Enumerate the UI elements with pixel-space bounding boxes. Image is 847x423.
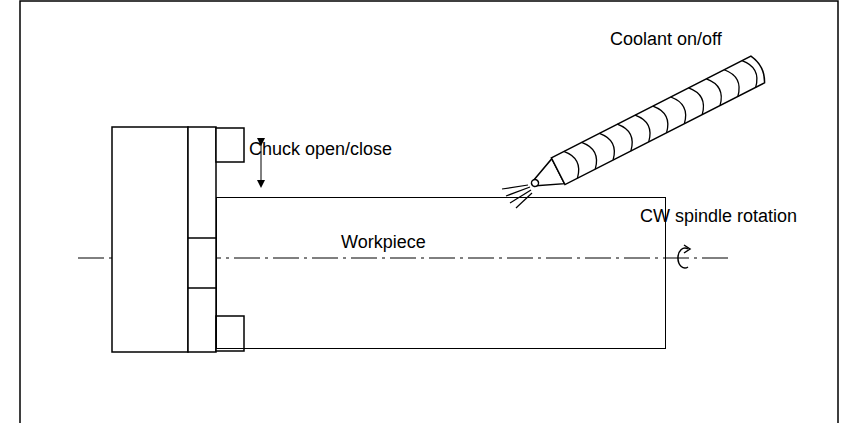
rotation-label: CW spindle rotation	[640, 205, 797, 227]
chuck-jaw	[216, 128, 244, 162]
chuck-jaw	[216, 316, 244, 351]
workpiece: Workpiece	[216, 197, 666, 349]
coolant-label: Coolant on/off	[610, 28, 722, 50]
chuck-body	[112, 127, 188, 352]
chuck-label: Chuck open/close	[249, 138, 392, 160]
node-text: Workpiece	[341, 231, 426, 253]
coolant-nozzle	[525, 54, 768, 198]
chuck-plate	[188, 127, 216, 352]
frame	[20, 1, 838, 423]
